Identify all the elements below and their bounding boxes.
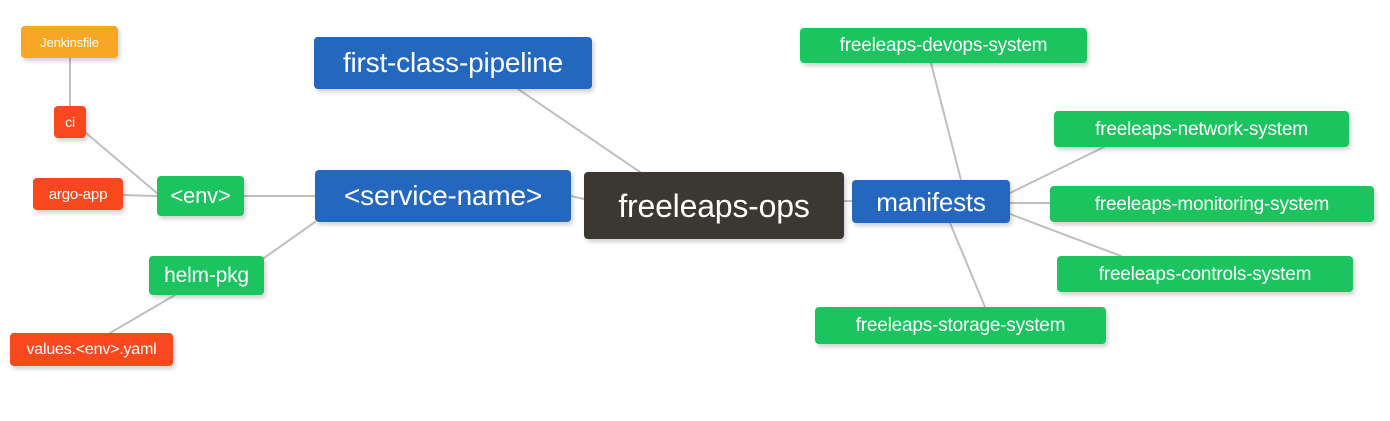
edge-helm-pkg-to-values-yaml: [109, 294, 176, 334]
node-label-first-class-pipeline: first-class-pipeline: [342, 47, 564, 78]
node-freeleaps-controls-system[interactable]: freeleaps-controls-system: [1057, 256, 1353, 292]
node-freeleaps-ops[interactable]: freeleaps-ops: [584, 172, 844, 239]
node-label-freeleaps-ops: freeleaps-ops: [618, 187, 810, 224]
node-label-freeleaps-storage-system: freeleaps-storage-system: [855, 315, 1066, 336]
node-label-values-yaml: values.<env>.yaml: [26, 340, 157, 358]
node-freeleaps-monitoring-system[interactable]: freeleaps-monitoring-system: [1050, 186, 1374, 222]
node-helm-pkg[interactable]: helm-pkg: [149, 256, 264, 295]
node-service-name[interactable]: <service-name>: [315, 170, 571, 222]
node-label-ci: ci: [65, 114, 75, 130]
node-label-env: <env>: [170, 183, 231, 208]
node-label-freeleaps-controls-system: freeleaps-controls-system: [1098, 263, 1312, 285]
node-freeleaps-storage-system[interactable]: freeleaps-storage-system: [815, 307, 1106, 344]
edge-manifests-to-freeleaps-devops-system: [930, 62, 962, 181]
edge-service-name-to-freeleaps-ops: [570, 195, 585, 200]
node-label-freeleaps-network-system: freeleaps-network-system: [1095, 118, 1308, 140]
node-freeleaps-network-system[interactable]: freeleaps-network-system: [1054, 111, 1349, 147]
node-ci[interactable]: ci: [54, 106, 86, 138]
node-env[interactable]: <env>: [157, 176, 244, 216]
node-first-class-pipeline[interactable]: first-class-pipeline: [314, 37, 592, 89]
edge-argo-app-to-env: [122, 194, 158, 197]
node-manifests[interactable]: manifests: [852, 180, 1010, 223]
node-jenkinsfile[interactable]: Jenkinsfile: [21, 26, 118, 58]
node-label-argo-app: argo-app: [48, 185, 108, 203]
node-label-freeleaps-devops-system: freeleaps-devops-system: [839, 35, 1048, 56]
node-label-freeleaps-monitoring-system: freeleaps-monitoring-system: [1094, 193, 1330, 215]
node-label-manifests: manifests: [876, 186, 986, 217]
node-argo-app[interactable]: argo-app: [33, 178, 123, 210]
edge-service-name-to-helm-pkg: [263, 221, 316, 259]
edge-first-class-pipeline-to-freeleaps-ops: [517, 88, 641, 173]
node-label-jenkinsfile: Jenkinsfile: [40, 34, 99, 50]
edge-manifests-to-freeleaps-storage-system: [949, 222, 986, 308]
node-values-yaml[interactable]: values.<env>.yaml: [10, 333, 173, 366]
node-freeleaps-devops-system[interactable]: freeleaps-devops-system: [800, 28, 1087, 63]
node-label-service-name: <service-name>: [344, 180, 542, 211]
node-label-helm-pkg: helm-pkg: [164, 264, 249, 287]
